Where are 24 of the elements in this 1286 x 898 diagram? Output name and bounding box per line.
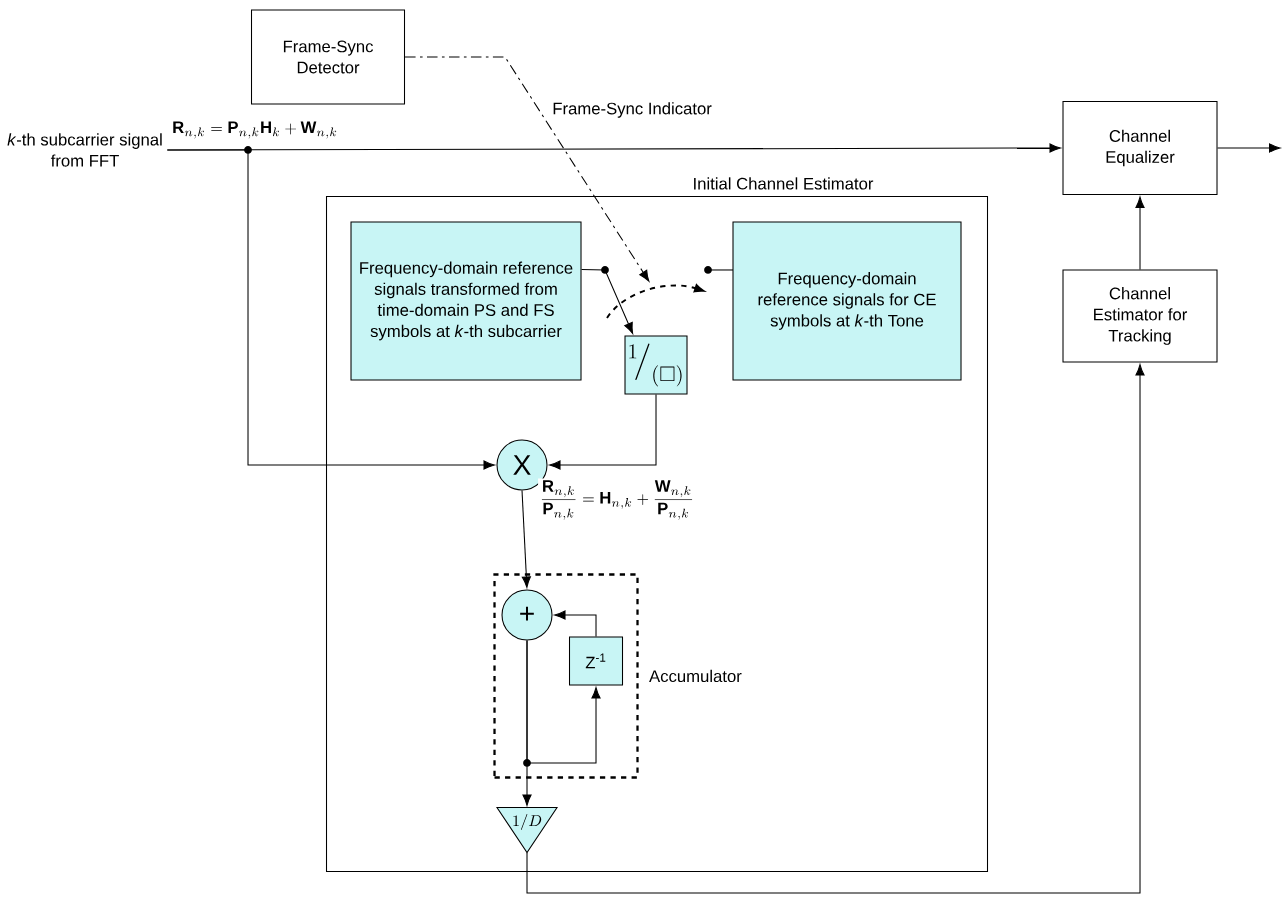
arrow: [549, 394, 657, 470]
reference-box: Frequency-domain reference signals for CE symbols at k-th Tone: [732, 221, 962, 381]
equalizer-box: Channel Equalizer: [1062, 100, 1218, 195]
arrow: [526, 640, 601, 764]
estimator-box: Channel Estimator for Tracking: [1062, 269, 1218, 363]
arrow: [1217, 143, 1281, 153]
input-label: k-th subcarrier signal from FFT: [7, 133, 162, 167]
gain-triangle: $1/D$: [496, 806, 558, 854]
node-label: Accumulator: [649, 669, 742, 683]
arrow: [404, 56, 650, 282]
detector-box: Frame-Sync Detector: [251, 9, 406, 105]
edge-label: Frame-Sync Indicator: [550, 100, 714, 120]
arrow: [166, 149, 495, 470]
delay-box: Z$^{-1}$: [569, 636, 624, 686]
reference-box: Frequency-domain reference signals transformed from time-domain PS and FS symbols at k-th subcarrier: [350, 221, 582, 381]
arrow: [554, 610, 597, 637]
node-label: Initial Channel Estimator: [694, 177, 874, 190]
arrow: [581, 268, 634, 335]
arrow: [521, 490, 531, 588]
reciprocal-box: ${}^{1}\!\big/_{(\square)}$: [624, 335, 688, 395]
arrow: [1135, 196, 1145, 270]
arrow: [526, 364, 1145, 894]
edge-label: $\frac{\mathbf{R}_{n,k}}{\mathbf{P}_{n,k}} = \mathbf{H}_{n,k} + \frac{\mathbf{W}_{n,k}}{\mathbf{P}_{n,k}}$: [538, 478, 696, 522]
edge-label: $\mathbf{R}_{n,k} = \mathbf{P}_{n,k}\mathbf{H}_k + \mathbf{W}_{n,k}$: [170, 119, 340, 141]
